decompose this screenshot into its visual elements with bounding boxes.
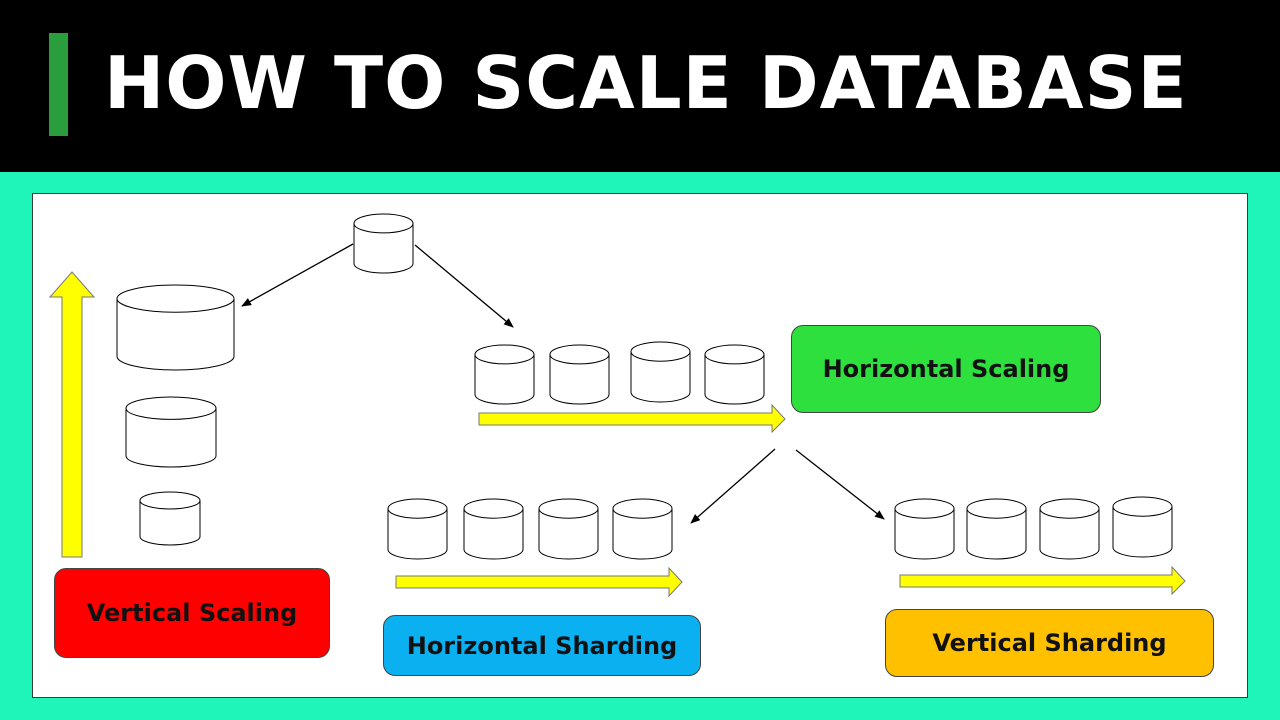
database-icon: [704, 344, 765, 405]
database-icon: [612, 498, 673, 560]
vertical-scaling-label: Vertical Scaling: [54, 568, 330, 658]
database-icon: [139, 491, 201, 546]
connector-arrow: [690, 448, 776, 524]
database-icon: [894, 498, 955, 560]
database-icon: [463, 498, 524, 560]
horizontal-scaling-label: Horizontal Scaling: [791, 325, 1101, 413]
database-icon: [116, 284, 235, 371]
horizontal-growth-arrow: [478, 403, 786, 434]
title-accent-bar: [49, 33, 68, 136]
header-bar: HOW TO SCALE DATABASE: [0, 0, 1280, 172]
database-icon: [474, 344, 535, 405]
connector-arrow: [241, 243, 354, 307]
page-title: HOW TO SCALE DATABASE: [104, 41, 1188, 125]
database-icon: [353, 213, 414, 274]
database-icon: [630, 341, 691, 403]
database-icon: [1039, 498, 1100, 560]
database-icon: [966, 498, 1027, 560]
database-icon: [1112, 496, 1173, 558]
connector-arrow: [795, 449, 885, 520]
database-icon: [549, 344, 610, 405]
vertical-sharding-arrow: [899, 565, 1186, 596]
database-icon: [538, 498, 599, 560]
database-icon: [387, 498, 448, 560]
horizontal-sharding-label: Horizontal Sharding: [383, 615, 701, 676]
connector-arrow: [414, 244, 514, 328]
horizontal-sharding-arrow: [395, 566, 683, 598]
vertical-sharding-label: Vertical Sharding: [885, 609, 1214, 677]
vertical-growth-arrow: [48, 271, 96, 558]
database-icon: [125, 396, 217, 468]
